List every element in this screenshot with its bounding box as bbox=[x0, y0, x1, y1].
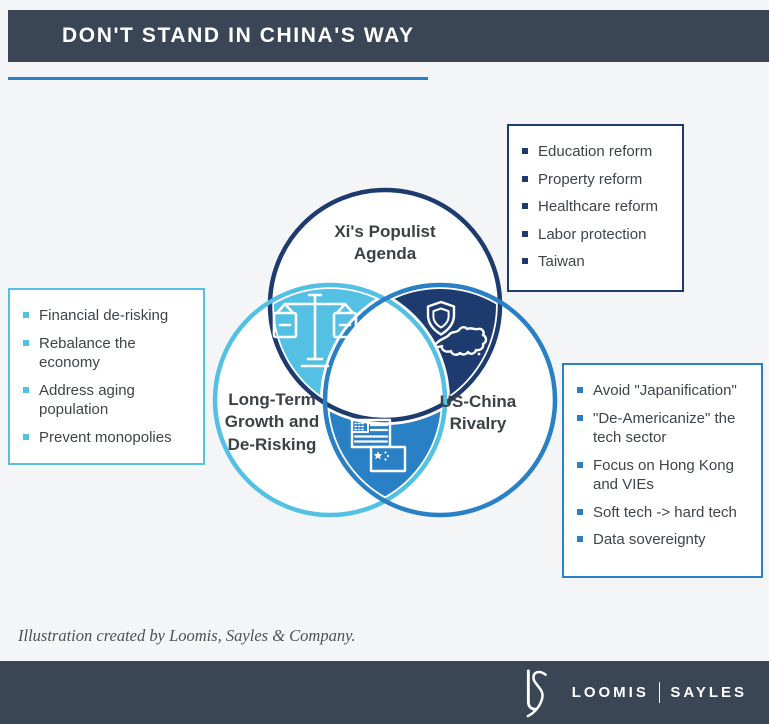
list-item: Address aging population bbox=[23, 381, 193, 420]
list-item-label: Prevent monopolies bbox=[39, 428, 172, 446]
list-item: Prevent monopolies bbox=[23, 428, 193, 448]
label-long-term-growth: Long-Term Growth and De-Risking bbox=[224, 390, 320, 454]
square-bullet-icon bbox=[23, 339, 29, 346]
list-item: Financial de-risking bbox=[23, 306, 193, 326]
square-bullet-icon bbox=[577, 414, 583, 421]
list-item-label: Rebalance the economy bbox=[39, 334, 136, 372]
list-item: Avoid "Japanification" bbox=[577, 381, 751, 401]
square-bullet-icon bbox=[577, 461, 583, 468]
list-item-label: Education reform bbox=[538, 143, 653, 160]
list-item-label: Property reform bbox=[538, 170, 643, 188]
square-bullet-icon bbox=[522, 230, 528, 237]
venn-svg bbox=[212, 187, 558, 518]
list-item: Rebalance the economy bbox=[23, 334, 193, 373]
scales-of-justice-icon bbox=[272, 293, 358, 368]
list-item-label: Healthcare reform bbox=[538, 198, 659, 215]
wordmark-sayles: SAYLES bbox=[670, 684, 747, 701]
list-item-label: Focus on Hong Kong and VIEs bbox=[593, 456, 734, 494]
list-item-label: Address aging population bbox=[39, 381, 135, 419]
wordmark-separator bbox=[658, 682, 661, 703]
list-item-label: "De-Americanize" the tech sector bbox=[593, 409, 736, 447]
square-bullet-icon bbox=[522, 203, 528, 209]
list-item: Property reform bbox=[522, 170, 672, 190]
list-item: Taiwan bbox=[522, 252, 672, 272]
square-bullet-icon bbox=[577, 508, 583, 515]
square-bullet-icon bbox=[23, 312, 29, 318]
attribution-caption: Illustration created by Loomis, Sayles &… bbox=[18, 626, 356, 645]
us-china-flags-icon bbox=[350, 418, 407, 473]
square-bullet-icon bbox=[23, 433, 29, 440]
square-bullet-icon bbox=[577, 536, 583, 542]
callout-xi-populist-agenda: Education reform Property reform Healthc… bbox=[507, 124, 684, 292]
circle-long-term-growth bbox=[212, 282, 448, 518]
page-title: DON'T STAND IN CHINA'S WAY bbox=[62, 24, 415, 47]
list-item: "De-Americanize" the tech sector bbox=[577, 409, 751, 448]
list-item-label: Labor protection bbox=[538, 225, 647, 243]
footer-bar: LOOMIS SAYLES bbox=[0, 661, 769, 724]
list-item: Labor protection bbox=[522, 225, 672, 245]
loomis-sayles-ls-monogram-icon bbox=[526, 668, 547, 717]
loomis-sayles-wordmark: LOOMIS SAYLES bbox=[572, 682, 747, 703]
square-bullet-icon bbox=[23, 386, 29, 393]
list-item: Data sovereignty bbox=[577, 530, 751, 550]
list-item: Soft tech -> hard tech bbox=[577, 503, 751, 523]
list-item: Healthcare reform bbox=[522, 197, 672, 217]
callout-long-term-growth: Financial de-risking Rebalance the econo… bbox=[8, 288, 205, 465]
wordmark-loomis: LOOMIS bbox=[571, 684, 649, 701]
venn-diagram bbox=[205, 185, 565, 545]
square-bullet-icon bbox=[522, 148, 528, 154]
list-item-label: Taiwan bbox=[538, 253, 585, 270]
circle-us-china-rivalry bbox=[322, 282, 558, 518]
square-bullet-icon bbox=[522, 175, 528, 182]
list-item-label: Soft tech -> hard tech bbox=[593, 503, 737, 521]
list-item-label: Data sovereignty bbox=[593, 531, 706, 548]
shield-china-map-icon bbox=[426, 300, 488, 356]
label-xi-populist-agenda: Xi's Populist Agenda bbox=[334, 222, 436, 264]
list-item: Education reform bbox=[522, 142, 672, 162]
square-bullet-icon bbox=[577, 387, 583, 393]
list-item: Focus on Hong Kong and VIEs bbox=[577, 456, 751, 495]
square-bullet-icon bbox=[522, 258, 528, 264]
header-accent-line bbox=[8, 77, 428, 80]
callout-us-china-rivalry: Avoid "Japanification" "De-Americanize" … bbox=[562, 363, 763, 578]
header-bar: DON'T STAND IN CHINA'S WAY bbox=[8, 10, 769, 62]
list-item-label: Avoid "Japanification" bbox=[593, 382, 737, 399]
list-item-label: Financial de-risking bbox=[39, 307, 169, 324]
label-us-china-rivalry: US-China Rivalry bbox=[439, 392, 517, 434]
